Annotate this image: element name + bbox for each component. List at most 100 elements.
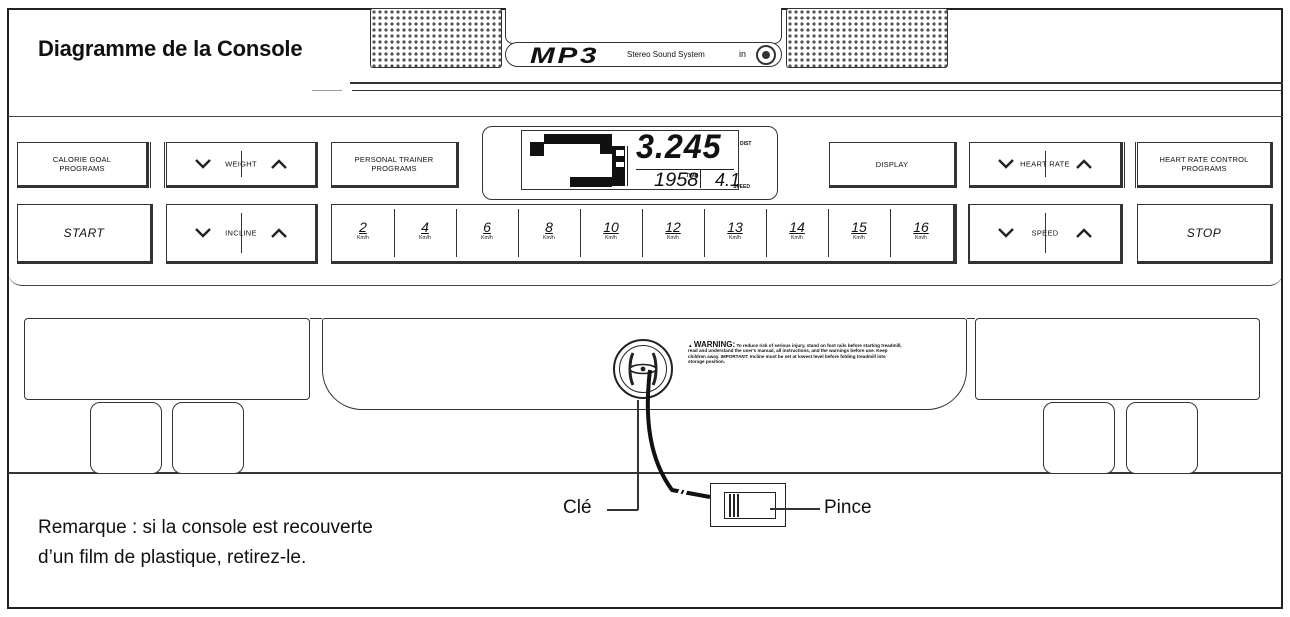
note-line-1: Remarque : si la console est recouverte (38, 517, 373, 538)
speed-key-unit: Km/h (667, 235, 679, 241)
speed-key-value: 6 (483, 219, 491, 235)
clip-housing[interactable] (710, 483, 786, 527)
speed-key-value: 13 (727, 219, 743, 235)
clip-callout-label: Pince (824, 497, 872, 518)
quick-speed-keypad: 2 Km/h 4 Km/h 6 Km/h 8 Km/h 10 Km/h 12 K… (331, 204, 956, 264)
heart-rate-rocker-button[interactable]: HEART RATE (969, 142, 1123, 188)
lcd-speed-value: 4.1 (715, 170, 741, 190)
speed-key-unit: Km/h (357, 235, 369, 241)
heart-rate-label: HEART RATE (1020, 159, 1070, 169)
button-panel (8, 116, 1283, 286)
button-separator (150, 142, 165, 188)
rocker-divider (241, 213, 242, 253)
chevron-down-icon[interactable] (195, 228, 211, 238)
speed-key-unit: Km/h (605, 235, 617, 241)
speed-key-divider (580, 209, 581, 257)
speed-key-unit: Km/h (481, 235, 493, 241)
personal-trainer-label: PERSONAL TRAINER PROGRAMS (354, 155, 434, 173)
heart-rate-control-programs-button[interactable]: HEART RATE CONTROL PROGRAMS (1137, 142, 1273, 188)
lcd-distance-label: DIST (740, 141, 752, 147)
right-speaker-grille (786, 8, 948, 68)
calorie-goal-programs-button[interactable]: CALORIE GOAL PROGRAMS (17, 142, 149, 188)
speed-key-value: 16 (913, 219, 929, 235)
incline-rocker-button[interactable]: INCLINE (166, 204, 318, 264)
right-inner-handle (1043, 402, 1115, 474)
speed-key-12[interactable]: 12 Km/h (642, 205, 704, 261)
rocker-divider (241, 151, 242, 177)
chevron-up-icon[interactable] (1076, 228, 1092, 238)
chevron-up-icon[interactable] (1076, 159, 1092, 169)
speed-key-divider (890, 209, 891, 257)
speed-key-divider (394, 209, 395, 257)
lcd-time-value: 1958 (654, 170, 699, 191)
speed-key-value: 10 (603, 219, 619, 235)
speed-rocker-button[interactable]: SPEED (969, 204, 1123, 264)
lcd-distance-value: 3.245 (636, 128, 722, 166)
mp3-brand: MP3 (530, 43, 600, 68)
speed-key-2[interactable]: 2 Km/h (332, 205, 394, 261)
lcd-graph-bar (616, 162, 624, 167)
left-inner-handle (172, 402, 244, 474)
chevron-up-icon[interactable] (271, 228, 287, 238)
left-outer-handle (90, 402, 162, 474)
lcd-graph-bar (544, 134, 612, 144)
chevron-down-icon[interactable] (195, 159, 211, 169)
incline-label: INCLINE (225, 228, 257, 238)
speed-key-15[interactable]: 15 Km/h (828, 205, 890, 261)
speed-key-unit: Km/h (791, 235, 803, 241)
lcd-graph-bar (600, 134, 612, 154)
key-callout-label: Clé (563, 497, 592, 518)
display-button[interactable]: DISPLAY (829, 142, 957, 188)
lcd-vertical-divider (700, 169, 701, 188)
speed-key-13[interactable]: 13 Km/h (704, 205, 766, 261)
speed-key-6[interactable]: 6 Km/h (456, 205, 518, 261)
speed-key-divider (766, 209, 767, 257)
key-callout-line (607, 509, 638, 511)
stop-label: STOP (1186, 226, 1222, 240)
console-short-line (312, 90, 342, 91)
safety-key-ring (619, 345, 667, 393)
speed-key-8[interactable]: 8 Km/h (518, 205, 580, 261)
speed-key-unit: Km/h (419, 235, 431, 241)
console-top-line-2 (352, 90, 1283, 91)
start-button[interactable]: START (17, 204, 153, 264)
speed-key-divider (456, 209, 457, 257)
lcd-speed-label: SPEED (733, 184, 750, 190)
lcd-time-label: TIME (686, 173, 698, 179)
clip-grip (729, 494, 740, 517)
chevron-down-icon[interactable] (998, 159, 1014, 169)
personal-trainer-programs-button[interactable]: PERSONAL TRAINER PROGRAMS (331, 142, 459, 188)
speed-key-value: 15 (851, 219, 867, 235)
speed-key-10[interactable]: 10 Km/h (580, 205, 642, 261)
speed-key-14[interactable]: 14 Km/h (766, 205, 828, 261)
warning-heading: WARNING: (693, 340, 736, 349)
mp3-module-housing (505, 8, 782, 44)
rocker-divider (1045, 213, 1046, 253)
weight-label: WEIGHT (225, 159, 257, 169)
speed-key-4[interactable]: 4 Km/h (394, 205, 456, 261)
lcd-graph-bar (530, 142, 544, 156)
chevron-up-icon[interactable] (271, 159, 287, 169)
plastic-film-note: Remarque : si la console est recouverte … (38, 513, 373, 573)
speed-key-16[interactable]: 16 Km/h (890, 205, 952, 261)
display-label: DISPLAY (875, 159, 909, 169)
weight-rocker-button[interactable]: WEIGHT (166, 142, 318, 188)
button-separator (1124, 142, 1136, 188)
mp3-jack-label: in (739, 49, 747, 59)
speed-key-unit: Km/h (729, 235, 741, 241)
console-edge-line (967, 318, 975, 319)
audio-jack-icon[interactable] (756, 45, 776, 65)
speed-key-divider (704, 209, 705, 257)
chevron-down-icon[interactable] (998, 228, 1014, 238)
speed-key-unit: Km/h (543, 235, 555, 241)
clip-body (724, 492, 776, 519)
speed-key-unit: Km/h (853, 235, 865, 241)
warning-label: ▲ WARNING: To reduce risk of serious inj… (688, 340, 903, 365)
speed-key-value: 8 (545, 219, 553, 235)
stop-button[interactable]: STOP (1137, 204, 1273, 264)
key-callout-line-vertical (637, 400, 639, 510)
speed-key-unit: Km/h (915, 235, 927, 241)
button-separator (956, 204, 969, 264)
warning-icon: ▲ (688, 343, 694, 348)
lcd-graph-bar (616, 150, 624, 156)
